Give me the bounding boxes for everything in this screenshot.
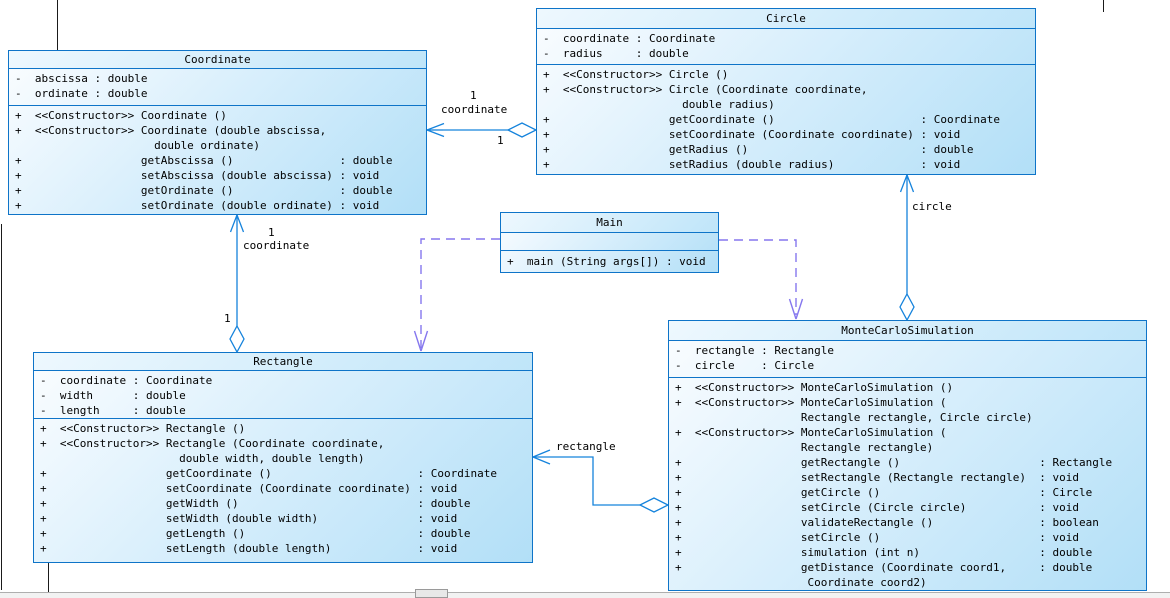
association-circle-coordinate[interactable] <box>426 122 538 138</box>
class-title[interactable]: Coordinate <box>9 51 426 69</box>
association-circle-mcs[interactable] <box>899 174 915 322</box>
attributes-compartment[interactable]: - abscissa : double - ordinate : double <box>9 69 426 106</box>
association-rectangle-coordinate[interactable] <box>229 214 245 354</box>
role-label-circle[interactable]: circle <box>912 200 952 213</box>
role-label-coordinate[interactable]: coordinate <box>441 103 508 116</box>
role-label-coordinate[interactable]: coordinate <box>243 239 310 252</box>
window-bottom-strip <box>0 593 1170 598</box>
scaffold-line-left-edge <box>1 224 2 590</box>
multiplicity-label[interactable]: 1 <box>497 134 504 147</box>
attributes-compartment[interactable] <box>501 233 718 251</box>
class-title[interactable]: MonteCarloSimulation <box>669 321 1146 341</box>
methods-compartment[interactable]: + <<Constructor>> Circle () + <<Construc… <box>543 68 1000 171</box>
methods-compartment[interactable]: + <<Constructor>> Rectangle () + <<Const… <box>40 422 497 555</box>
class-title[interactable]: Rectangle <box>34 353 532 371</box>
class-main[interactable]: Main + main (String args[]) : void <box>500 212 719 273</box>
class-title[interactable]: Circle <box>537 9 1035 29</box>
methods-compartment[interactable]: + <<Constructor>> Coordinate () + <<Cons… <box>15 109 393 212</box>
attributes-compartment[interactable]: - coordinate : Coordinate - width : doub… <box>34 371 532 419</box>
scaffold-line-bottom-left <box>48 563 49 592</box>
scaffold-line-top-left <box>57 0 58 50</box>
dependency-main-rectangle[interactable] <box>413 238 501 352</box>
attributes-compartment[interactable]: - rectangle : Rectangle - circle : Circl… <box>669 341 1146 378</box>
dependency-main-mcs[interactable] <box>719 239 804 320</box>
methods-compartment[interactable]: + main (String args[]) : void <box>507 255 706 268</box>
class-circle[interactable]: Circle - coordinate : Coordinate - radiu… <box>536 8 1036 175</box>
horizontal-scrollbar-thumb[interactable] <box>415 589 448 598</box>
class-montecarlosimulation[interactable]: MonteCarloSimulation - rectangle : Recta… <box>668 320 1147 591</box>
window-bottom-edge <box>0 592 1170 593</box>
multiplicity-label[interactable]: 1 <box>268 226 275 239</box>
multiplicity-label[interactable]: 1 <box>470 89 477 102</box>
class-rectangle[interactable]: Rectangle - coordinate : Coordinate - wi… <box>33 352 533 563</box>
association-rectangle-mcs[interactable] <box>532 449 670 513</box>
attributes-compartment[interactable]: - coordinate : Coordinate - radius : dou… <box>537 29 1035 65</box>
scaffold-line-top-right <box>1103 0 1104 12</box>
class-title[interactable]: Main <box>501 213 718 233</box>
class-coordinate[interactable]: Coordinate - abscissa : double - ordinat… <box>8 50 427 215</box>
multiplicity-label[interactable]: 1 <box>224 312 231 325</box>
role-label-rectangle[interactable]: rectangle <box>556 440 616 453</box>
methods-compartment[interactable]: + <<Constructor>> MonteCarloSimulation (… <box>675 381 1113 589</box>
